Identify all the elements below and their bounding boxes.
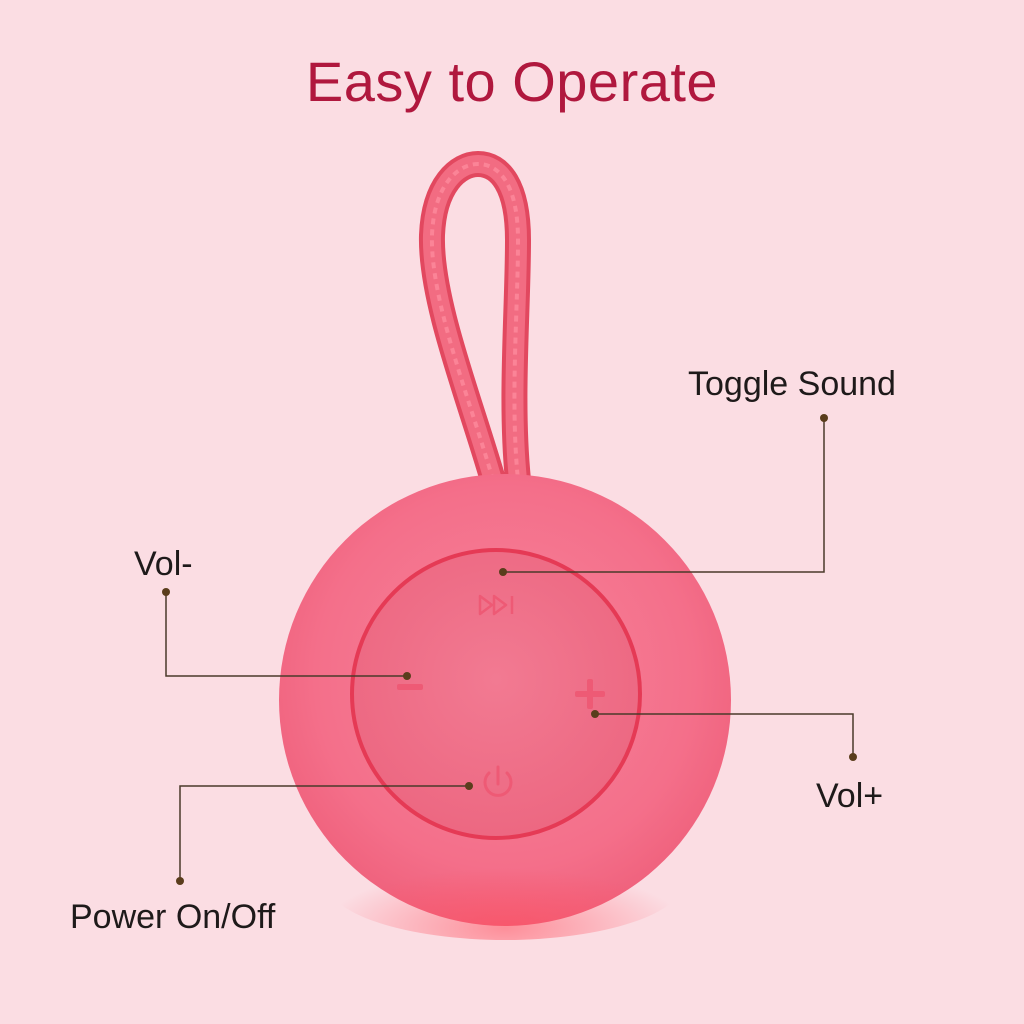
power-label: Power On/Off [70, 898, 276, 936]
skip-forward-icon[interactable] [478, 594, 514, 616]
toggle-sound-label: Toggle Sound [688, 365, 896, 403]
callout-power [176, 782, 473, 885]
page-title: Easy to Operate [305, 50, 719, 113]
power-icon[interactable] [483, 765, 513, 797]
callout-toggle-sound [499, 414, 828, 576]
speaker-glow [325, 820, 685, 940]
plus-icon[interactable] [575, 679, 605, 709]
callout-vol-plus [591, 710, 857, 761]
strap-loop [418, 150, 532, 493]
vol-plus-label: Vol+ [816, 777, 884, 815]
callout-vol-minus [162, 588, 411, 680]
vol-minus-label: Vol- [134, 545, 193, 583]
minus-icon[interactable] [397, 684, 423, 690]
control-face [350, 548, 642, 840]
